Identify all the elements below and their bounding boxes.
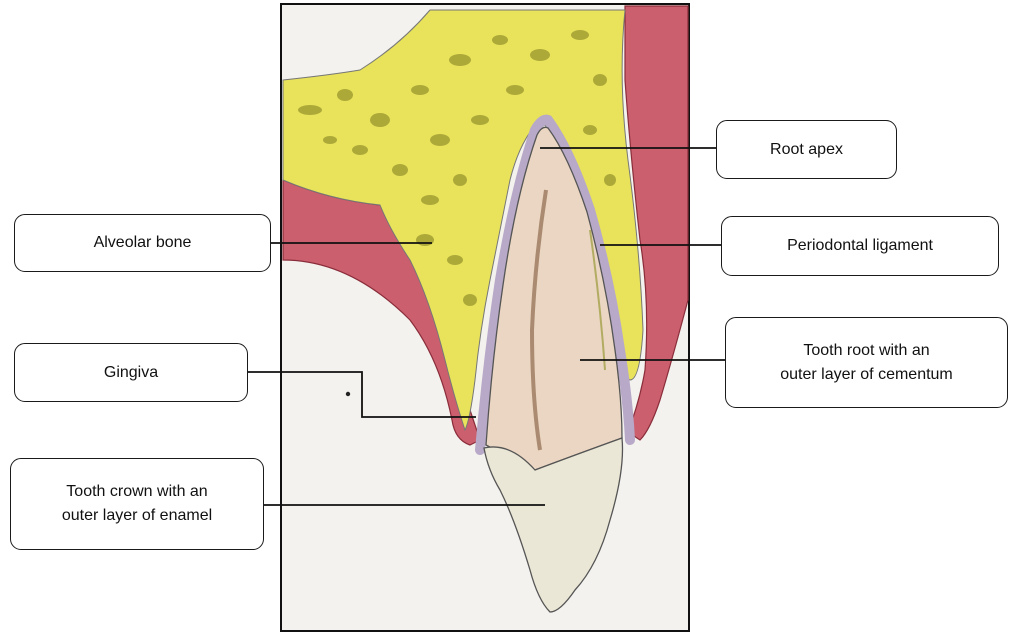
root-apex-text: Root apex [770,138,843,162]
gingiva-text: Gingiva [104,361,158,385]
label-alveolar-bone: Alveolar bone [14,214,271,272]
tooth-crown-text-line1: Tooth crown with an [66,480,207,504]
periodontal-ligament-text: Periodontal ligament [787,234,933,258]
tooth-root-text-line2: outer layer of cementum [780,363,953,387]
tooth-crown-text-line2: outer layer of enamel [62,504,212,528]
alveolar-bone-text: Alveolar bone [94,231,192,255]
label-tooth-crown: Tooth crown with an outer layer of ename… [10,458,264,550]
label-tooth-root: Tooth root with an outer layer of cement… [725,317,1008,408]
label-periodontal-ligament: Periodontal ligament [721,216,999,276]
dot-mark [346,392,350,396]
tooth-root-text-line1: Tooth root with an [803,339,929,363]
label-gingiva: Gingiva [14,343,248,402]
label-root-apex: Root apex [716,120,897,179]
